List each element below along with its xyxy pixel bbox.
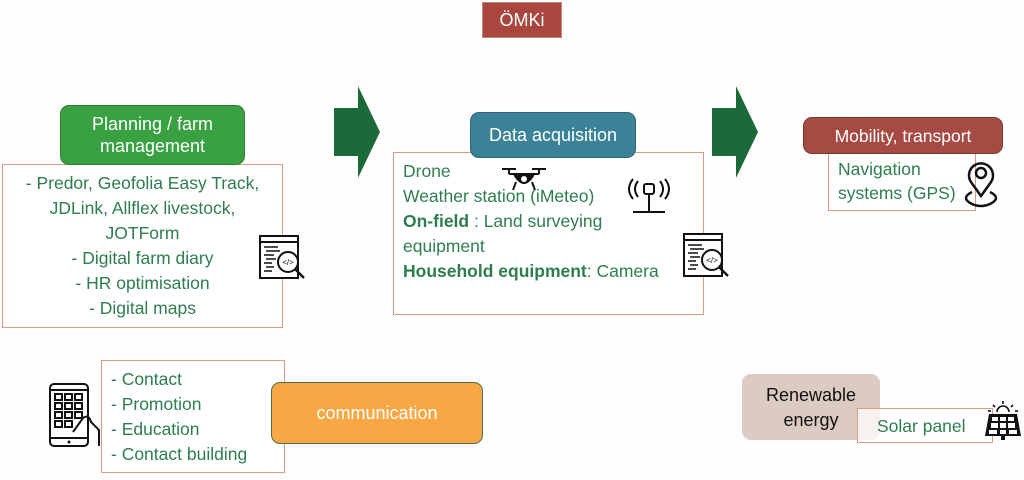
planning-items-box: - Predor, Geofolia Easy Track, JDLink, A… xyxy=(2,164,283,328)
mobility-line: Navigation xyxy=(838,159,921,179)
antenna-icon xyxy=(628,178,670,213)
renewable-label-line2: energy xyxy=(783,409,839,430)
mobility-header: Mobility, transport xyxy=(803,117,1003,154)
title-badge: ÖMKi xyxy=(482,2,562,38)
tablet-touch-icon xyxy=(49,383,100,447)
communication-item: - Education xyxy=(111,419,200,439)
communication-items-box: - Contact - Promotion - Education - Cont… xyxy=(101,360,285,473)
mobility-line: systems (GPS) xyxy=(838,183,956,203)
data-line-onfield: On-field : Land surveying xyxy=(403,211,603,231)
planning-item: - Predor, Geofolia Easy Track, xyxy=(25,173,260,193)
location-pin-icon xyxy=(964,162,998,208)
planning-item: - HR optimisation xyxy=(75,273,210,293)
renewable-label-line1: Renewable xyxy=(765,384,857,405)
planning-item: JDLink, Allflex livestock, xyxy=(49,198,236,218)
drone-icon xyxy=(502,168,546,191)
planning-item: JOTForm xyxy=(105,223,180,243)
renewable-items-box: Solar panel xyxy=(857,408,993,443)
svg-text:</>: </> xyxy=(706,256,718,265)
data-acquisition-label: Data acquisition xyxy=(488,125,618,145)
communication-item: - Contact building xyxy=(111,444,248,464)
communication-label: communication xyxy=(316,403,438,423)
planning-header: Planning / farm management xyxy=(60,105,245,165)
data-line-household: Household equipment: Camera xyxy=(403,261,659,281)
data-line-equipment: equipment xyxy=(403,236,485,256)
mobility-label: Mobility, transport xyxy=(834,125,972,146)
communication-item: - Promotion xyxy=(111,394,202,414)
flow-arrow-1 xyxy=(334,86,380,178)
code-search-icon: </> xyxy=(259,235,305,279)
data-acquisition-header: Data acquisition xyxy=(470,112,636,158)
planning-label: Planning / farm management xyxy=(91,114,214,156)
data-line-drone: Drone xyxy=(403,161,451,181)
renewable-item: Solar panel xyxy=(877,416,966,436)
data-line-weather: Weather station (iMeteo) xyxy=(403,186,595,206)
solar-panel-icon xyxy=(985,401,1021,440)
communication-item: - Contact xyxy=(111,369,182,389)
data-acquisition-box: Drone Weather station (iMeteo) On-field … xyxy=(393,152,704,315)
flow-arrow-2 xyxy=(712,86,758,178)
code-search-icon: </> xyxy=(683,233,729,277)
title-text: ÖMKi xyxy=(499,10,545,30)
planning-item: - Digital maps xyxy=(89,298,196,318)
svg-text:</>: </> xyxy=(282,258,294,267)
mobility-items-box: Navigation systems (GPS) xyxy=(828,150,976,211)
planning-item: - Digital farm diary xyxy=(71,248,214,268)
communication-header: communication xyxy=(271,382,483,444)
